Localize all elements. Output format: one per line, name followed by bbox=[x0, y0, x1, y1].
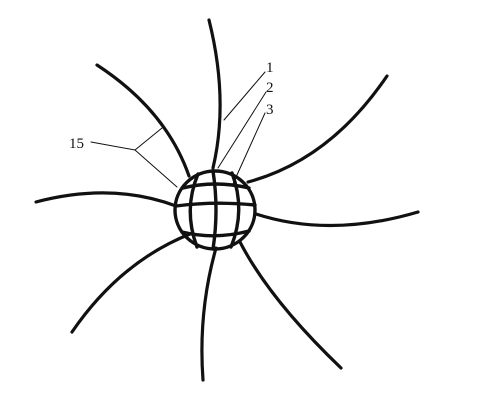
cage-meridian-center bbox=[211, 169, 218, 251]
label-1: 1 bbox=[266, 60, 274, 76]
leader-line-1 bbox=[223, 71, 266, 121]
arms-group bbox=[34, 18, 420, 382]
arm-bottom-left bbox=[70, 232, 192, 334]
reference-labels: 1 2 3 15 bbox=[69, 60, 274, 152]
arm-bottom bbox=[200, 246, 218, 382]
cage-parallel-upper bbox=[181, 182, 251, 190]
label-3: 3 bbox=[266, 102, 274, 118]
label-15: 15 bbox=[69, 136, 84, 152]
arm-left bbox=[34, 191, 178, 208]
leader-line-2 bbox=[217, 91, 267, 169]
leader-line-15-branch-up bbox=[134, 127, 163, 151]
arm-top-right bbox=[246, 74, 389, 184]
arm-top-left bbox=[95, 63, 191, 178]
arm-right bbox=[254, 210, 420, 228]
cage-meridian-left bbox=[188, 172, 200, 249]
leader-line-15-branch-down bbox=[134, 149, 178, 188]
cage-parallel-middle bbox=[174, 201, 257, 208]
arm-top bbox=[207, 18, 222, 170]
leader-line-15-stem bbox=[90, 141, 136, 151]
cage-parallel-lower bbox=[180, 229, 251, 238]
leader-lines bbox=[90, 71, 267, 188]
leader-line-3 bbox=[231, 112, 266, 187]
cage-outline bbox=[173, 169, 257, 251]
label-2: 2 bbox=[266, 80, 274, 96]
arm-bottom-right bbox=[238, 240, 343, 370]
spherical-cage bbox=[173, 169, 257, 251]
